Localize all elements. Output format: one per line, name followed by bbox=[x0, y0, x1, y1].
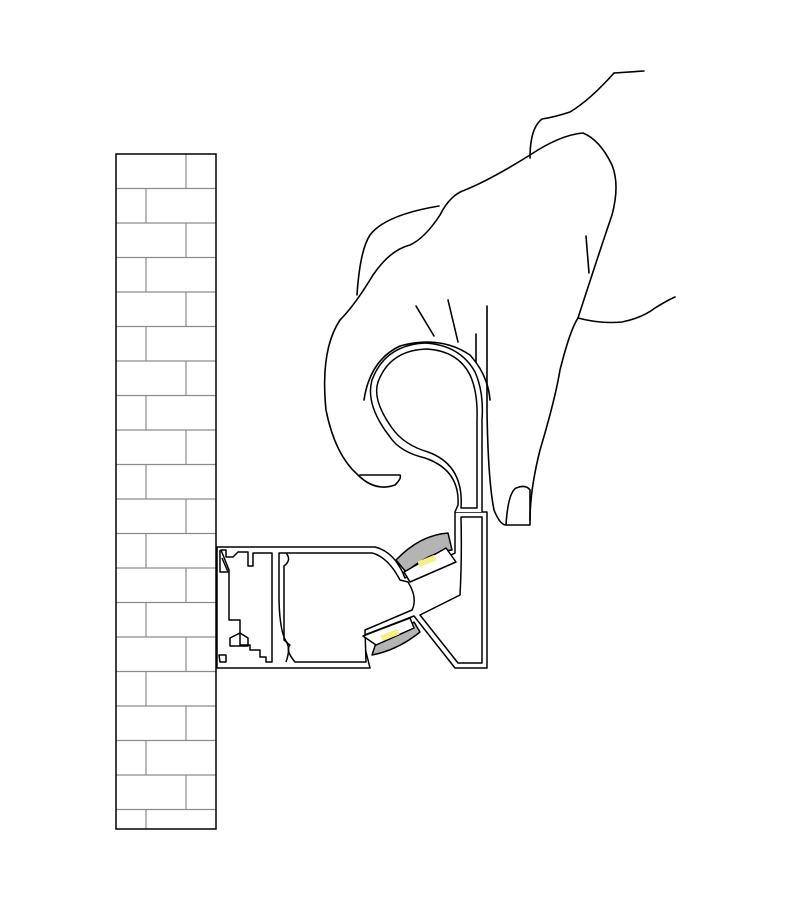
aluminium-profile bbox=[216, 342, 488, 669]
wall-outline bbox=[115, 153, 217, 830]
wall-background bbox=[116, 154, 216, 829]
brick-wall bbox=[115, 153, 217, 830]
hand bbox=[323, 70, 676, 526]
